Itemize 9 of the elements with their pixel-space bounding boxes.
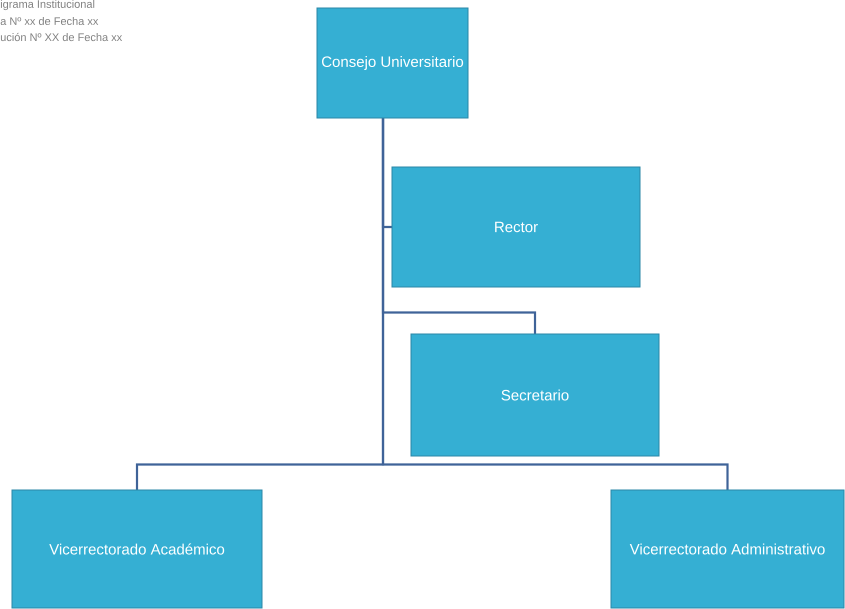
org-box: Rector — [392, 166, 640, 288]
note-text: igrama Institucional — [0, 0, 94, 10]
connector-line — [382, 118, 729, 490]
org-box: Vicerrectorado Administrativo — [610, 490, 844, 608]
org-box: Vicerrectorado Académico — [12, 490, 262, 608]
org-box: Consejo Universitario — [316, 8, 468, 118]
note-text: ución Nº XX de Fecha xx — [0, 32, 122, 42]
org-box: Secretario — [410, 334, 660, 456]
note-text: a Nº xx de Fecha xx — [0, 16, 98, 26]
